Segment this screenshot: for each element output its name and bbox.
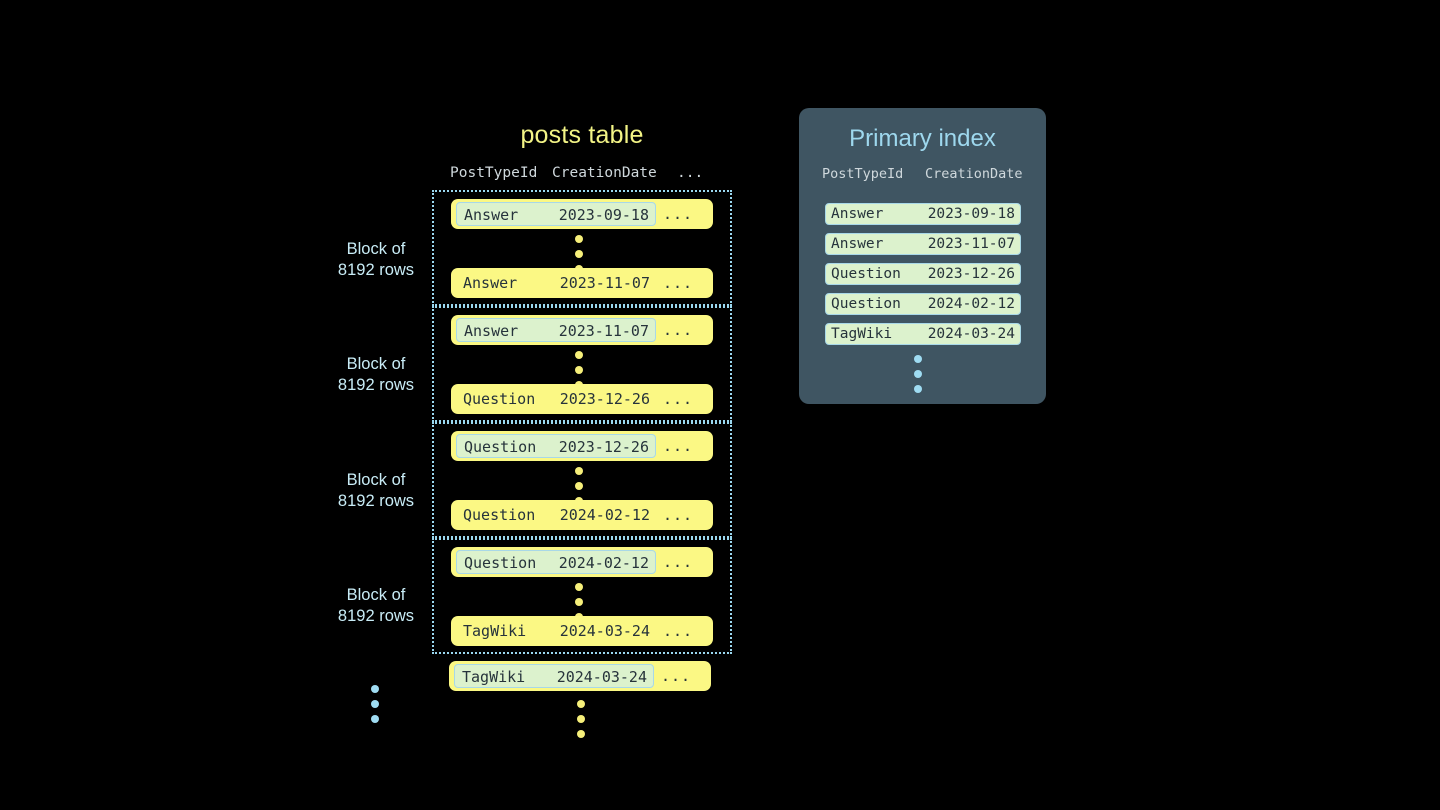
cell-creationdate: 2024-03-24 bbox=[559, 622, 650, 640]
primary-index-panel: Primary index PostTypeId CreationDate An… bbox=[799, 108, 1046, 404]
block-4-last-row-key: TagWiki 2024-03-24 bbox=[456, 619, 656, 643]
column-header-posttypeid: PostTypeId bbox=[450, 165, 538, 181]
column-header-creationdate: CreationDate bbox=[552, 165, 657, 181]
cell-creationdate: 2023-12-26 bbox=[927, 266, 1015, 282]
primary-index-ellipsis-icon bbox=[914, 355, 924, 400]
primary-index-row: TagWiki 2024-03-24 bbox=[825, 323, 1021, 345]
block-4-first-row: Question 2024-02-12 ... bbox=[451, 547, 713, 577]
posts-table-bottom-ellipsis-icon bbox=[577, 700, 587, 745]
cell-creationdate: 2023-11-07 bbox=[927, 236, 1015, 252]
block-2: Answer 2023-11-07 ... Question 2023-12-2… bbox=[432, 306, 732, 422]
cell-posttypeid: Question bbox=[463, 390, 536, 408]
primary-index-row: Answer 2023-11-07 bbox=[825, 233, 1021, 255]
cell-creationdate: 2024-03-24 bbox=[556, 668, 647, 686]
cell-posttypeid: Question bbox=[464, 438, 537, 456]
cell-posttypeid: Answer bbox=[463, 274, 518, 292]
block-1-first-row: Answer 2023-09-18 ... bbox=[451, 199, 713, 229]
block-4-first-row-key: Question 2024-02-12 bbox=[456, 550, 656, 574]
block-2-last-row-key: Question 2023-12-26 bbox=[456, 387, 656, 411]
block-1-first-row-key: Answer 2023-09-18 bbox=[456, 202, 656, 226]
cell-posttypeid: Answer bbox=[464, 322, 519, 340]
block-2-label: Block of 8192 rows bbox=[301, 354, 451, 396]
primary-index-row: Answer 2023-09-18 bbox=[825, 203, 1021, 225]
block-3: Question 2023-12-26 ... Question 2024-02… bbox=[432, 422, 732, 538]
cell-posttypeid: Answer bbox=[464, 206, 519, 224]
block-2-last-row: Question 2023-12-26 ... bbox=[451, 384, 713, 414]
cell-creationdate: 2023-09-18 bbox=[927, 206, 1015, 222]
trailing-row-key: TagWiki 2024-03-24 bbox=[454, 664, 654, 688]
cell-posttypeid: Question bbox=[464, 554, 537, 572]
cell-ellipsis: ... bbox=[663, 437, 694, 455]
cell-posttypeid: TagWiki bbox=[463, 622, 527, 640]
cell-creationdate: 2023-11-07 bbox=[559, 274, 650, 292]
cell-creationdate: 2024-02-12 bbox=[558, 554, 649, 572]
block-3-last-row: Question 2024-02-12 ... bbox=[451, 500, 713, 530]
block-2-label-line1: Block of bbox=[346, 355, 406, 373]
posts-table-column-headers: PostTypeId CreationDate ... bbox=[432, 165, 732, 187]
block-3-last-row-key: Question 2024-02-12 bbox=[456, 503, 656, 527]
cell-ellipsis: ... bbox=[663, 390, 694, 408]
cell-ellipsis: ... bbox=[663, 205, 694, 223]
cell-creationdate: 2024-02-12 bbox=[927, 296, 1015, 312]
block-1-last-row-key: Answer 2023-11-07 bbox=[456, 271, 656, 295]
block-4-label: Block of 8192 rows bbox=[301, 585, 451, 627]
block-1-label: Block of 8192 rows bbox=[301, 239, 451, 281]
cell-ellipsis: ... bbox=[663, 321, 694, 339]
column-header-posttypeid: PostTypeId bbox=[822, 166, 904, 182]
block-4-label-line2: 8192 rows bbox=[337, 607, 415, 625]
blocks-continue-ellipsis-icon bbox=[371, 685, 381, 730]
cell-posttypeid: Question bbox=[463, 506, 536, 524]
cell-ellipsis: ... bbox=[663, 506, 694, 524]
block-4-label-line1: Block of bbox=[346, 586, 406, 604]
block-1: Answer 2023-09-18 ... Answer 2023-11-07 … bbox=[432, 190, 732, 306]
block-4-last-row: TagWiki 2024-03-24 ... bbox=[451, 616, 713, 646]
block-2-first-row-key: Answer 2023-11-07 bbox=[456, 318, 656, 342]
block-3-label-line2: 8192 rows bbox=[337, 492, 415, 510]
column-header-creationdate: CreationDate bbox=[925, 166, 1023, 182]
block-3-first-row: Question 2023-12-26 ... bbox=[451, 431, 713, 461]
cell-ellipsis: ... bbox=[663, 274, 694, 292]
posts-table-title: posts table bbox=[520, 121, 644, 149]
primary-index-row: Question 2023-12-26 bbox=[825, 263, 1021, 285]
cell-posttypeid: Answer bbox=[831, 236, 884, 252]
block-3-label: Block of 8192 rows bbox=[301, 470, 451, 512]
cell-creationdate: 2024-03-24 bbox=[927, 326, 1015, 342]
cell-posttypeid: Question bbox=[831, 296, 901, 312]
cell-posttypeid: Question bbox=[831, 266, 901, 282]
block-3-first-row-key: Question 2023-12-26 bbox=[456, 434, 656, 458]
cell-creationdate: 2023-09-18 bbox=[558, 206, 649, 224]
primary-index-column-headers: PostTypeId CreationDate bbox=[799, 166, 1046, 188]
block-3-label-line1: Block of bbox=[346, 471, 406, 489]
block-4: Question 2024-02-12 ... TagWiki 2024-03-… bbox=[432, 538, 732, 654]
block-1-label-line2: 8192 rows bbox=[337, 261, 415, 279]
block-2-label-line2: 8192 rows bbox=[337, 376, 415, 394]
cell-ellipsis: ... bbox=[663, 622, 694, 640]
block-1-last-row: Answer 2023-11-07 ... bbox=[451, 268, 713, 298]
cell-posttypeid: TagWiki bbox=[831, 326, 893, 342]
cell-posttypeid: Answer bbox=[831, 206, 884, 222]
cell-creationdate: 2023-11-07 bbox=[558, 322, 649, 340]
block-1-label-line1: Block of bbox=[346, 240, 406, 258]
primary-index-title: Primary index bbox=[849, 125, 996, 152]
cell-creationdate: 2023-12-26 bbox=[559, 390, 650, 408]
cell-posttypeid: TagWiki bbox=[462, 668, 526, 686]
block-2-first-row: Answer 2023-11-07 ... bbox=[451, 315, 713, 345]
primary-index-row: Question 2024-02-12 bbox=[825, 293, 1021, 315]
cell-creationdate: 2023-12-26 bbox=[558, 438, 649, 456]
cell-ellipsis: ... bbox=[663, 553, 694, 571]
cell-creationdate: 2024-02-12 bbox=[559, 506, 650, 524]
trailing-row: TagWiki 2024-03-24 ... bbox=[449, 661, 711, 691]
cell-ellipsis: ... bbox=[661, 667, 692, 685]
column-header-ellipsis: ... bbox=[677, 165, 704, 181]
